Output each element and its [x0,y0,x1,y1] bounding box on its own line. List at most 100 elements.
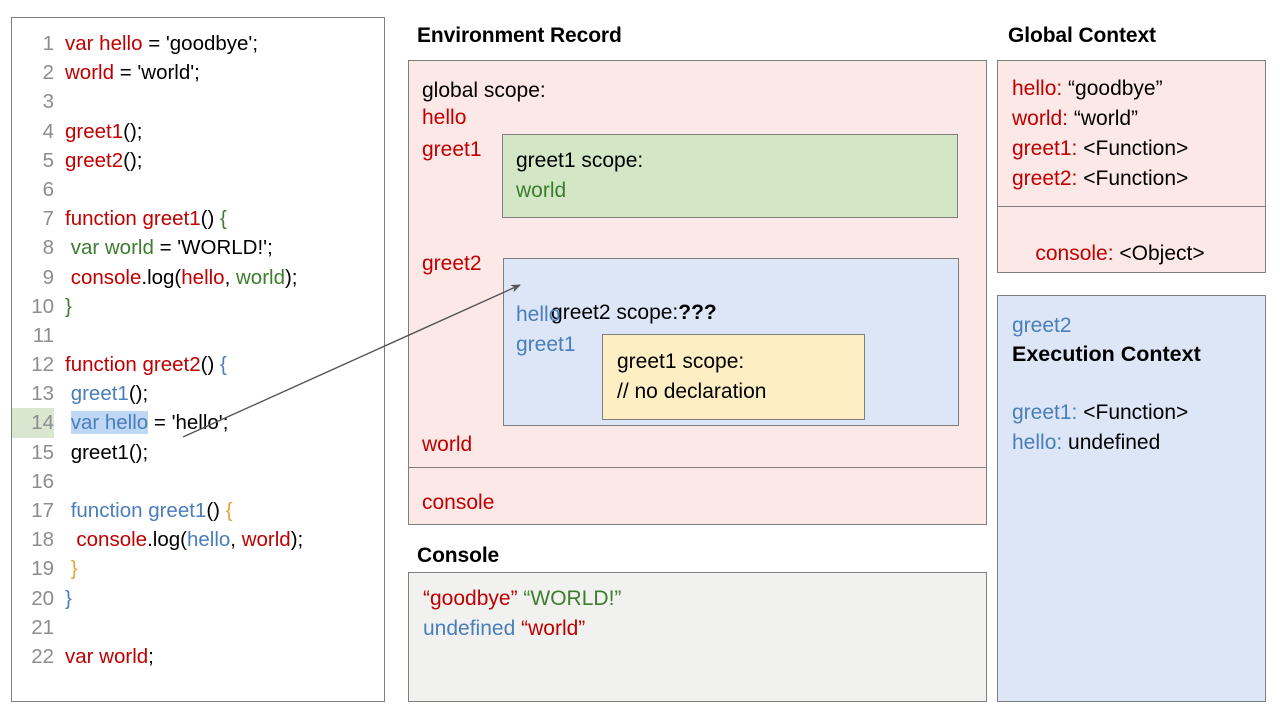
code-token: var hello [70,411,149,435]
code-text[interactable]: var hello = 'hello'; [54,411,228,435]
code-line[interactable]: 16 [12,467,384,496]
execution-context-entry-name: greet1: [1012,401,1078,424]
code-text[interactable] [54,90,65,113]
code-text[interactable]: var hello = 'goodbye'; [54,32,258,55]
code-line[interactable]: 10} [12,292,384,321]
execution-context-entry-value: undefined [1062,431,1161,454]
global-context-divider [998,206,1265,207]
code-token: = 'world'; [114,61,200,85]
line-number: 14 [12,408,54,438]
line-number: 4 [42,119,54,143]
code-token: () [206,499,226,522]
code-text[interactable]: greet2(); [54,149,143,172]
code-token: world [235,265,285,289]
code-token: ; [148,644,154,668]
global-context-console-value: <Object> [1113,242,1205,265]
code-token: var world [70,236,154,260]
code-text[interactable]: } [54,587,72,610]
greet1-scope-heading: greet1 scope: [516,149,644,172]
code-token: , [230,528,242,552]
env-binding-console: console [422,491,495,514]
code-text[interactable]: greet1(); [54,120,143,143]
code-text[interactable]: var world; [54,645,154,668]
code-text[interactable] [54,616,65,639]
line-number: 11 [32,323,54,347]
code-line[interactable]: 21 [12,613,384,642]
execution-context-title: Execution Context [1012,342,1201,366]
code-text[interactable] [54,178,65,201]
code-line[interactable]: 19 } [12,554,384,583]
code-token: () [200,353,220,377]
code-text[interactable]: function greet1() { [54,207,227,230]
code-token: ); [290,528,304,552]
global-context-entry: world: “world” [1012,107,1138,131]
environment-record-panel: global scope: hello greet1 greet2 world … [408,60,987,525]
code-token: var hello [65,32,143,55]
code-text[interactable] [54,324,65,347]
code-token: { [219,353,227,377]
code-line[interactable]: 6 [12,175,384,204]
inner-greet1-scope-heading: greet1 scope: [617,350,745,373]
execution-context-scope-name: greet2 [1012,314,1072,337]
code-line[interactable]: 9 console.log(hello, world); [12,263,384,292]
code-text[interactable]: function greet1() { [54,499,233,522]
console-output-line: undefined “world” [423,617,585,641]
code-token: hello [181,265,225,289]
code-token: } [65,294,72,318]
code-token: world [241,528,291,552]
code-text[interactable] [54,470,65,493]
code-text[interactable]: console.log(hello, world); [54,528,303,551]
code-token: function greet1 [70,499,207,522]
greet2-scope-heading: greet2 scope: [551,301,679,324]
global-context-entry: greet2: <Function> [1012,167,1188,191]
code-token: } [70,557,78,581]
inner-greet1-scope-box: greet1 scope: // no declaration [602,334,865,420]
code-token: { [219,207,227,231]
global-context-console-name: console: [1035,242,1114,265]
code-text[interactable]: function greet2() { [54,353,227,376]
code-line[interactable]: 8 var world = 'WORLD!'; [12,233,384,262]
execution-context-entry: hello: undefined [1012,431,1160,455]
code-line[interactable]: 14 var hello = 'hello'; [12,408,384,438]
execution-context-entry-value: <Function> [1077,401,1189,424]
code-text[interactable]: console.log(hello, world); [54,266,298,289]
line-number: 10 [31,294,54,318]
code-text[interactable]: } [54,295,72,318]
code-token: function greet1 [65,207,201,231]
code-text[interactable]: var world = 'WORLD!'; [54,236,273,259]
code-token: hello [186,528,231,552]
line-number: 12 [31,353,54,377]
line-number: 2 [42,61,54,85]
code-token: function greet2 [65,353,201,377]
code-token [65,411,71,434]
global-context-entry-name: hello: [1012,77,1063,100]
code-line[interactable]: 15 greet1(); [12,438,384,467]
code-line[interactable]: 11 [12,321,384,350]
console-token: “world” [521,617,586,640]
code-token: console [70,265,142,289]
code-text[interactable]: greet1(); [54,441,148,464]
code-line[interactable]: 3 [12,87,384,116]
greet2-scope-var-greet1: greet1 [516,333,576,356]
code-token: ); [284,265,298,289]
code-line[interactable]: 18 console.log(hello, world); [12,525,384,554]
execution-context-panel: greet2 Execution Context greet1: <Functi… [997,295,1266,702]
code-line[interactable]: 17 function greet1() { [12,496,384,525]
code-token: world [65,61,114,85]
global-context-entry-value: “world” [1068,107,1139,130]
code-text[interactable]: greet1(); [54,382,149,405]
code-line[interactable]: 20} [12,584,384,613]
line-number: 1 [42,32,54,55]
code-line[interactable]: 13 greet1(); [12,379,384,408]
code-text[interactable]: world = 'world'; [54,61,200,84]
code-text[interactable]: } [54,557,78,580]
